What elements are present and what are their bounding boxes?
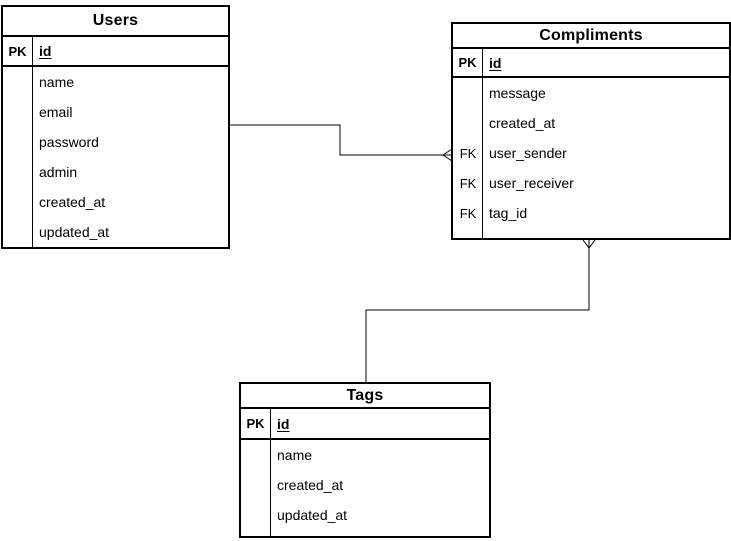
entity-field-row: email: [3, 97, 228, 127]
field-key-label: FK: [459, 145, 477, 161]
field-key-label: FK: [459, 175, 477, 191]
entity-users-field-list: name email password admin created_at updated_…: [3, 67, 228, 247]
entity-tags-field-list: name created_at updated_at: [241, 440, 489, 536]
entity-users[interactable]: Users PK id name email password admin create…: [1, 5, 230, 249]
entity-field-row: created_at: [453, 108, 729, 138]
entity-tags-title: Tags: [241, 384, 489, 409]
connector-line: [365, 248, 590, 382]
pk-field-name: id: [39, 43, 52, 59]
pk-field-name: id: [277, 415, 290, 432]
pk-field-name: id: [489, 54, 502, 71]
field-name-label: name: [39, 74, 75, 90]
field-name-label: name: [277, 447, 313, 463]
entity-field-row: admin: [3, 157, 228, 187]
relationship-users-compliments[interactable]: [230, 124, 453, 162]
field-name-label: updated_at: [39, 224, 110, 240]
connector-line: [230, 124, 443, 156]
entity-field-row: password: [3, 127, 228, 157]
field-name-label: message: [489, 85, 546, 101]
entity-compliments-pk-row: PK id: [453, 49, 729, 78]
pk-badge: PK: [453, 49, 483, 76]
field-name-label: email: [39, 104, 73, 120]
entity-field-row: updated_at: [3, 217, 228, 247]
entity-field-row: created_at: [3, 187, 228, 217]
field-name-label: user_receiver: [489, 175, 574, 191]
entity-tags[interactable]: Tags PK id name created_at updated_at: [239, 382, 491, 538]
pk-badge: PK: [3, 37, 33, 65]
field-name-label: admin: [39, 164, 78, 180]
field-name-label: created_at: [277, 477, 344, 493]
entity-field-row: created_at: [241, 470, 489, 500]
field-name-label: updated_at: [277, 507, 348, 523]
field-name-label: created_at: [39, 194, 106, 210]
entity-field-row: name: [3, 67, 228, 97]
field-name-label: tag_id: [489, 205, 528, 221]
entity-field-row: message: [453, 78, 729, 108]
field-name-label: user_sender: [489, 145, 567, 161]
relationship-compliments-tags[interactable]: [365, 239, 596, 382]
entity-field-row: FK tag_id: [453, 198, 729, 228]
entity-users-pk-row: PK id: [3, 37, 228, 67]
entity-field-row: updated_at: [241, 500, 489, 530]
entity-field-row: FK user_sender: [453, 138, 729, 168]
entity-tags-pk-row: PK id: [241, 409, 489, 440]
pk-badge: PK: [241, 409, 271, 438]
entity-compliments-title: Compliments: [453, 24, 729, 49]
entity-field-row: name: [241, 440, 489, 470]
entity-users-title: Users: [3, 7, 228, 37]
field-key-label: FK: [459, 205, 477, 221]
crows-foot-many-icon: [582, 239, 596, 249]
field-name-label: password: [39, 134, 99, 150]
field-name-label: created_at: [489, 115, 556, 131]
entity-field-row: FK user_receiver: [453, 168, 729, 198]
crows-foot-many-icon: [442, 148, 453, 162]
